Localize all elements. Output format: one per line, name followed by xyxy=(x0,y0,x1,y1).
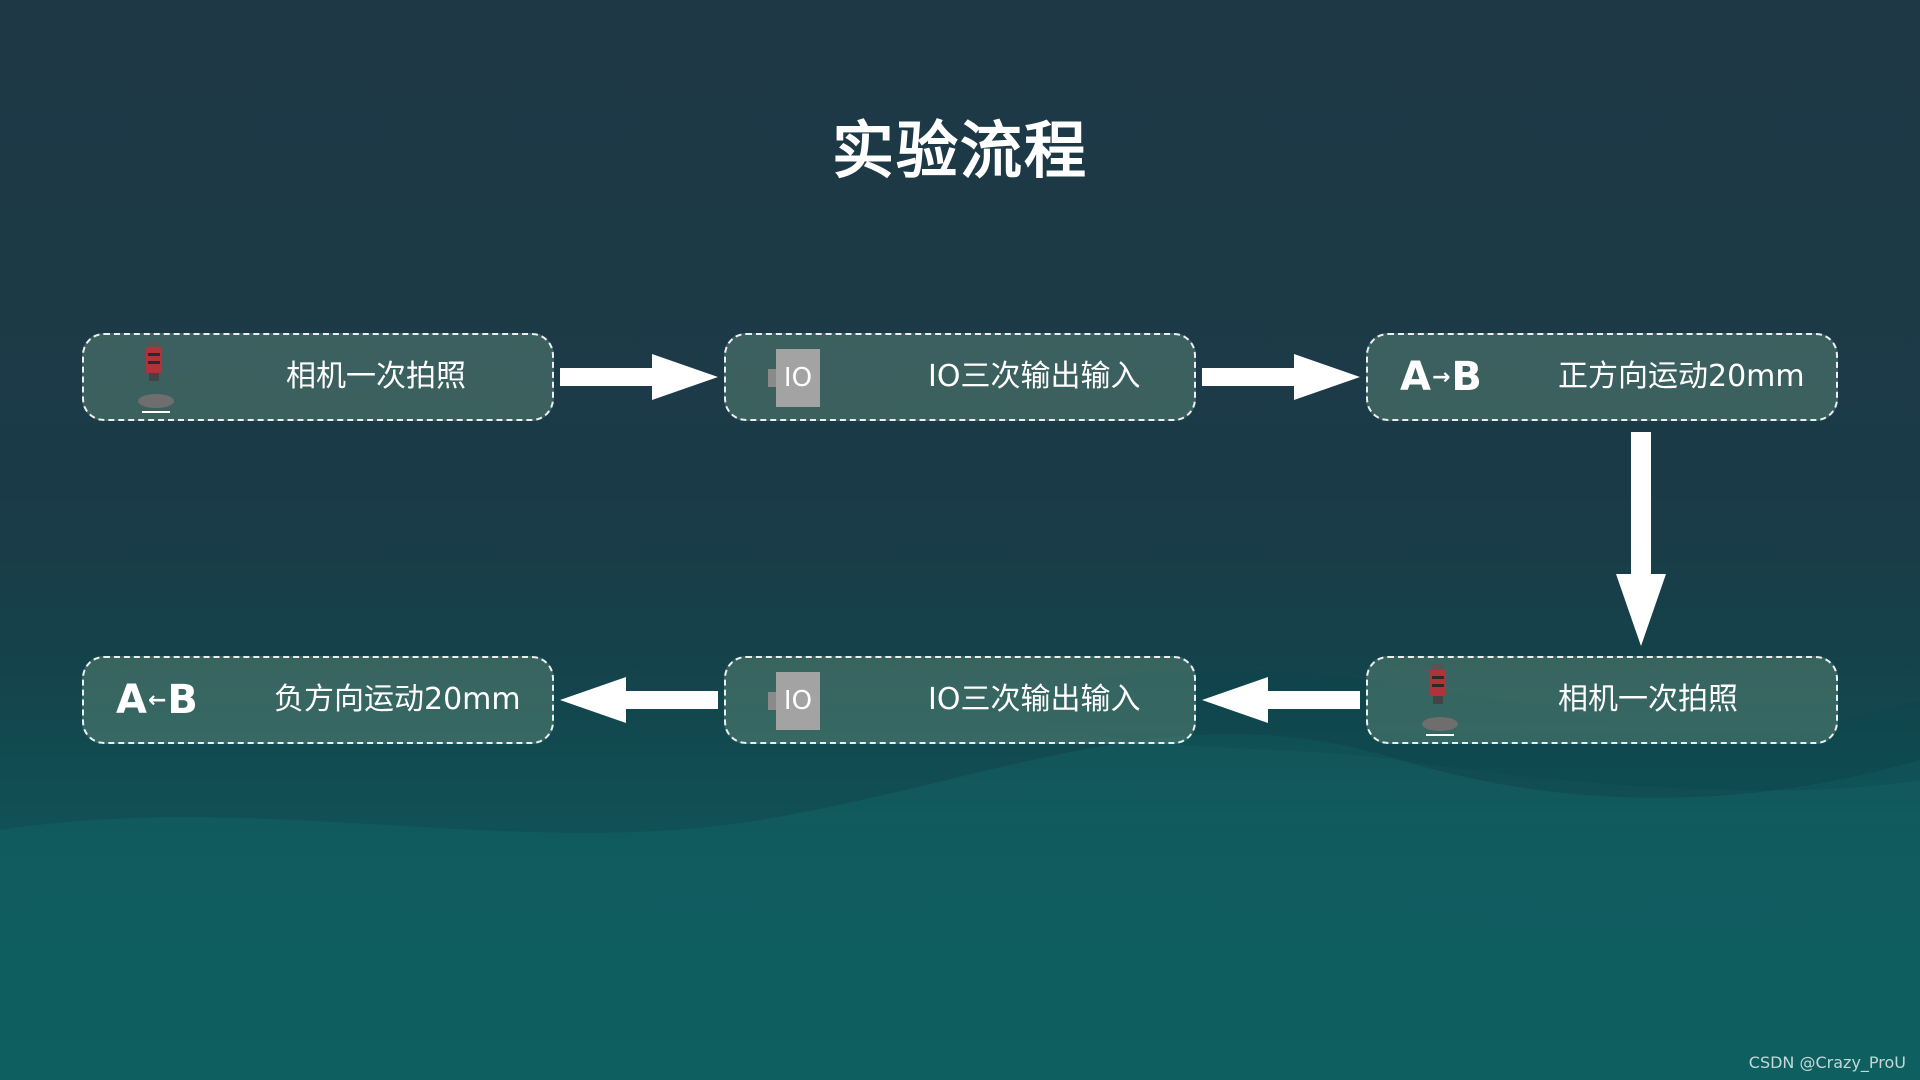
step-3-forward-move: A→B 正方向运动20mm xyxy=(1366,333,1838,421)
step-label: 相机一次拍照 xyxy=(1558,682,1738,717)
step-5-io-cycle: IO IO三次输出输入 xyxy=(724,656,1196,744)
step-label: 负方向运动20mm xyxy=(274,682,521,717)
watermark: CSDN @Crazy_ProU xyxy=(1748,1053,1906,1072)
step-1-camera-capture: 相机一次拍照 xyxy=(82,333,554,421)
camera-icon xyxy=(1422,664,1458,736)
step-6-backward-move: A←B 负方向运动20mm xyxy=(82,656,554,744)
step-label: 相机一次拍照 xyxy=(286,359,466,394)
io-module-icon: IO xyxy=(768,672,820,730)
step-label: IO三次输出输入 xyxy=(928,359,1141,394)
b-to-a-icon: A←B xyxy=(116,677,198,723)
arrow-left-2 xyxy=(560,677,718,723)
arrow-right-1 xyxy=(560,354,718,400)
step-4-camera-capture: 相机一次拍照 xyxy=(1366,656,1838,744)
page-title: 实验流程 xyxy=(831,114,1088,187)
io-module-icon: IO xyxy=(768,349,820,407)
arrow-left-1 xyxy=(1202,677,1360,723)
arrow-down xyxy=(1616,432,1666,646)
a-to-b-icon: A→B xyxy=(1400,354,1482,400)
camera-icon xyxy=(138,341,174,413)
step-2-io-cycle: IO IO三次输出输入 xyxy=(724,333,1196,421)
step-label: IO三次输出输入 xyxy=(928,682,1141,717)
step-label: 正方向运动20mm xyxy=(1558,359,1805,394)
arrow-right-2 xyxy=(1202,354,1360,400)
